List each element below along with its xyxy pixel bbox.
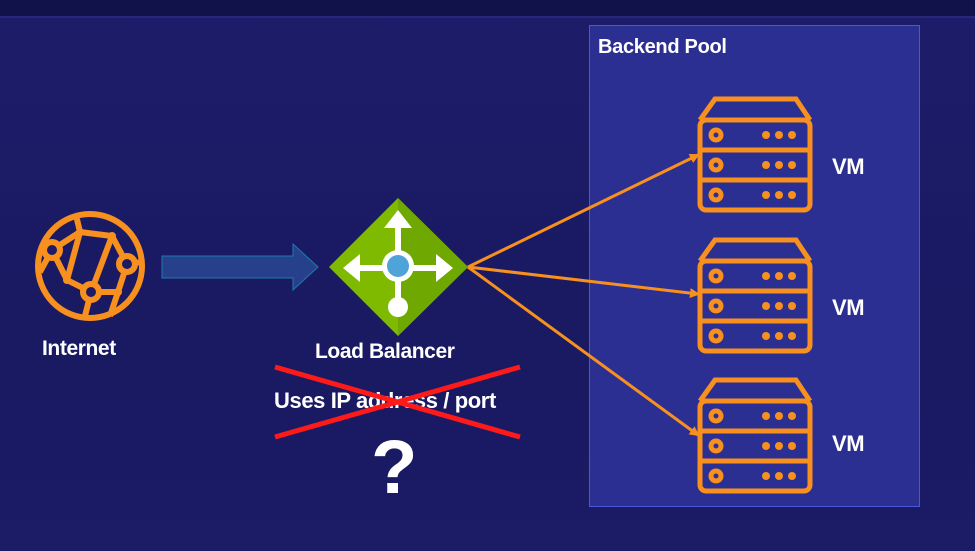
server-icon xyxy=(697,237,813,354)
server-icon xyxy=(697,96,813,213)
distribution-arrow-3 xyxy=(467,265,700,437)
question-mark: ? xyxy=(371,425,418,510)
backend-pool-title: Backend Pool xyxy=(598,36,727,58)
vm-label: VM xyxy=(832,154,865,179)
load-balancer-label: Load Balancer xyxy=(315,340,455,363)
globe-icon xyxy=(35,211,145,321)
load-balancer-icon xyxy=(329,198,468,336)
distribution-arrow-1 xyxy=(467,153,700,269)
cross-out-line xyxy=(274,364,521,440)
vm-label: VM xyxy=(832,431,865,456)
flow-arrow xyxy=(161,242,319,292)
top-bar xyxy=(0,0,975,18)
internet-label: Internet xyxy=(42,337,116,360)
backend-pool-box: Backend Pool xyxy=(589,25,920,507)
vm-label: VM xyxy=(832,295,865,320)
distribution-arrow-2 xyxy=(467,265,700,299)
server-icon xyxy=(697,377,813,494)
